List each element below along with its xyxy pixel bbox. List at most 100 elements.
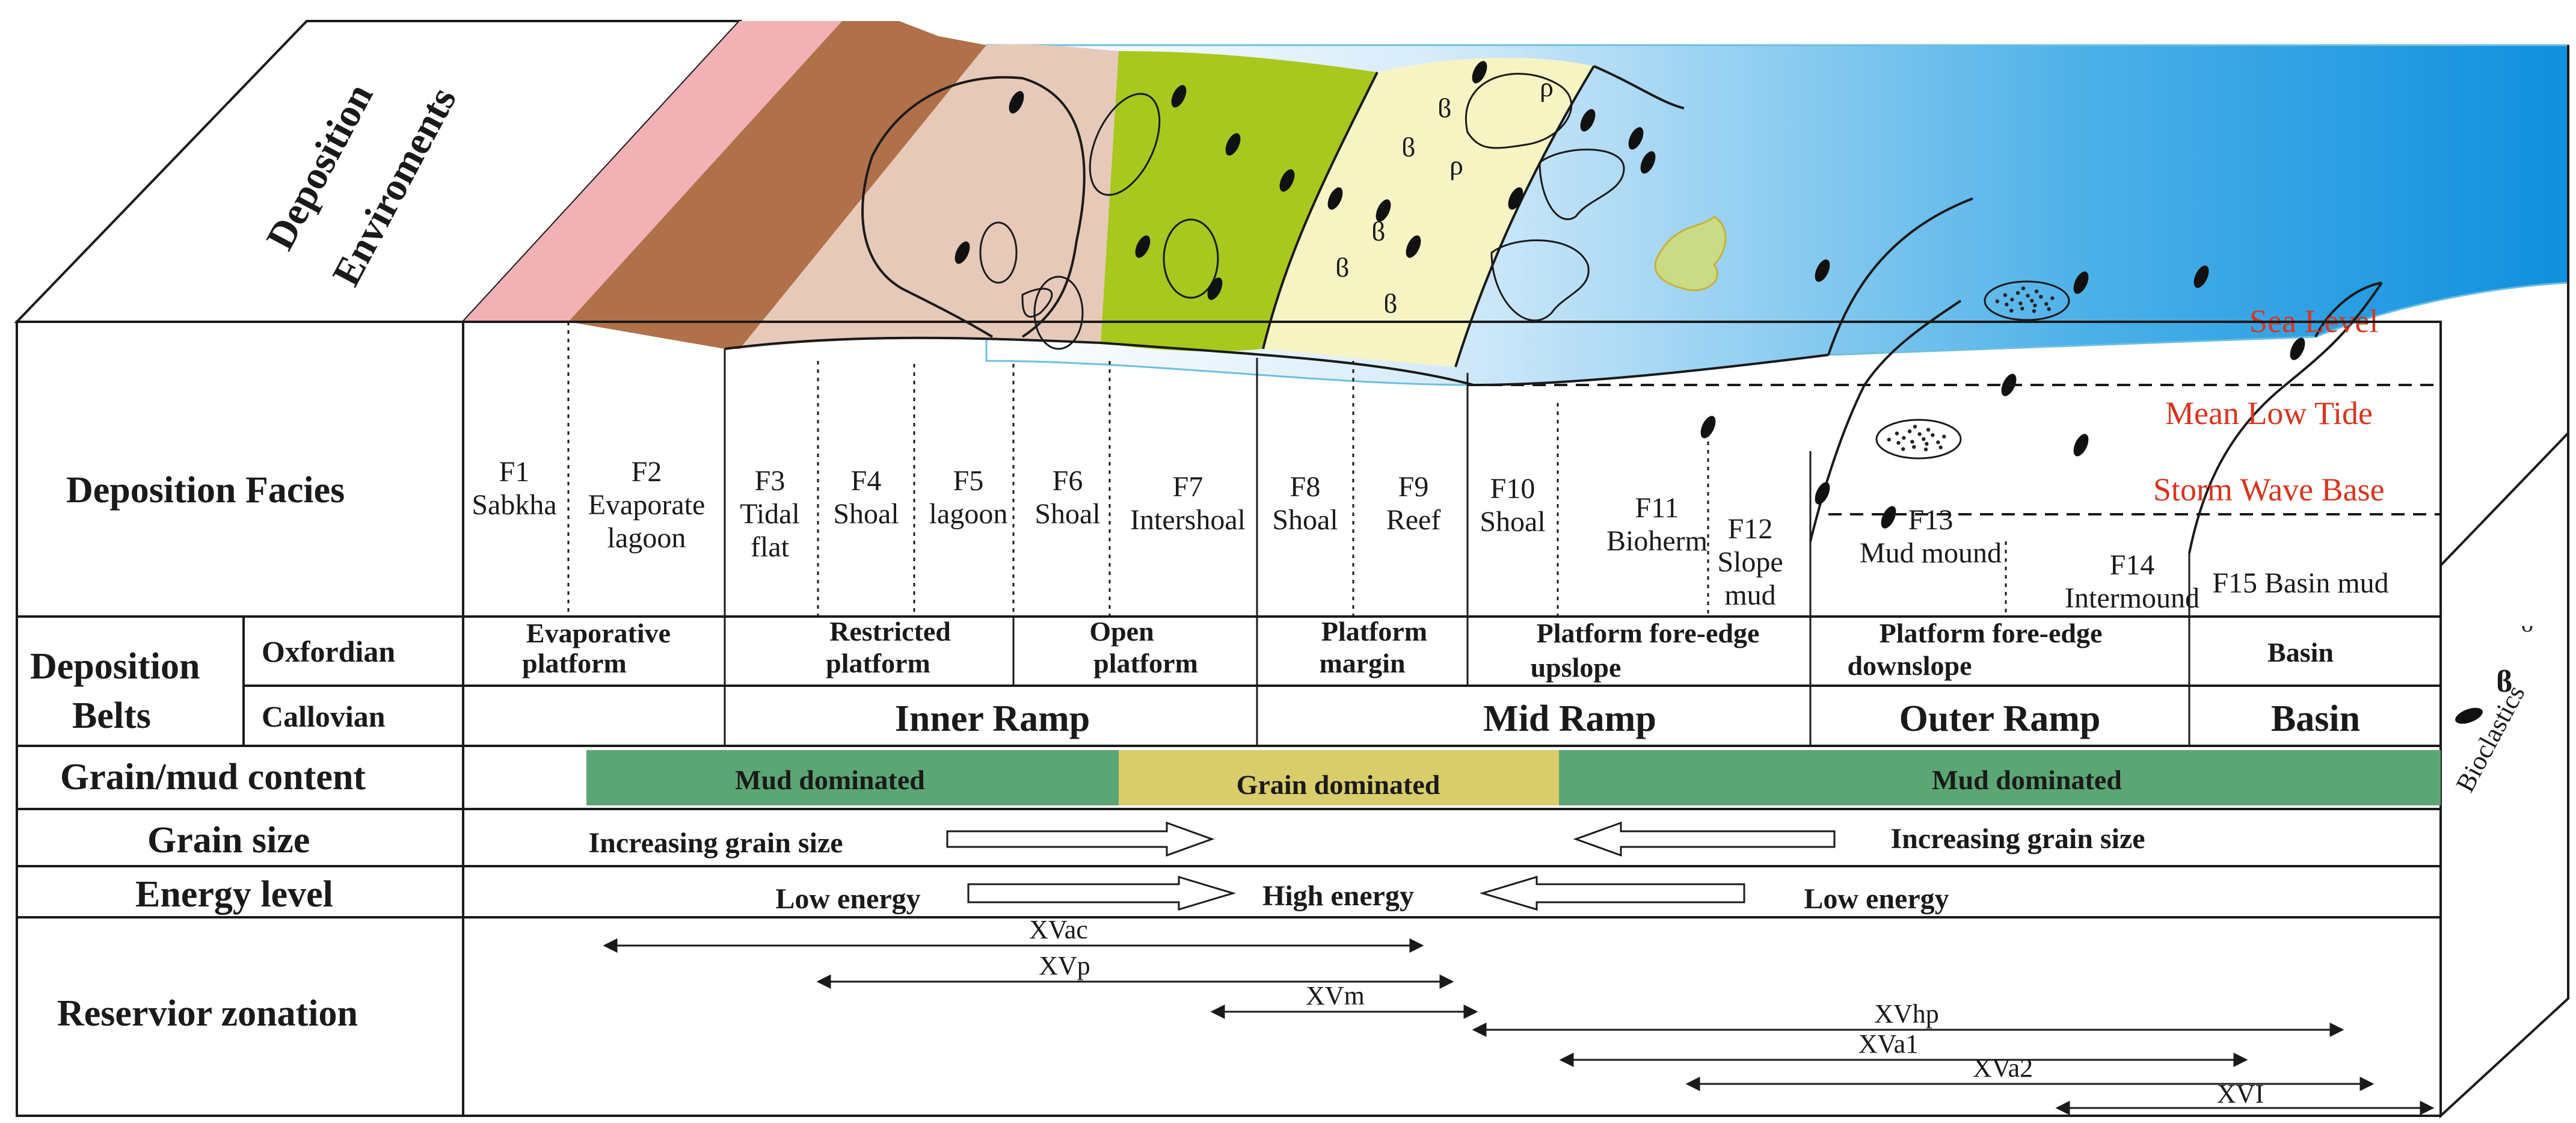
belts-row-label: Deposition	[30, 646, 200, 687]
oxf-belt-2: Restricted	[829, 616, 951, 647]
oxf-belt-6: Platform fore-edge	[1880, 618, 2103, 648]
grain-size-left: Increasing grain size	[588, 827, 843, 859]
facies-label: F13	[1908, 504, 1954, 536]
energy-row: Low energy High energy Low energy	[775, 875, 1949, 915]
energy-row-label: Energy level	[135, 874, 333, 915]
energy-arrow-right	[967, 875, 1237, 911]
dotted-mounds	[1875, 280, 2070, 460]
facies-code: F10	[1490, 473, 1535, 505]
grain-size-row: Increasing grain size Increasing grain s…	[588, 821, 2145, 859]
facies-row-label: Deposition Facies	[66, 470, 345, 511]
grain-mud-bands: Mud dominated Grain dominated Mud domina…	[586, 750, 2441, 805]
energy-high: High energy	[1262, 880, 1414, 912]
facies-code: F11	[1635, 492, 1679, 524]
callovian-basin: Basin	[2271, 698, 2360, 739]
facies-name: Shoal	[1272, 504, 1338, 536]
zone-xvac: XVac	[1029, 915, 1088, 944]
oxf-belt-1b: platform	[522, 648, 627, 678]
facies-name: Shoal	[1034, 498, 1100, 530]
oxfordian-belts: Evaporative platform Restricted platform…	[522, 616, 2334, 683]
facies-name: Bioherm	[1606, 525, 1708, 557]
oxf-belt-1: Evaporative	[526, 618, 671, 648]
block-right-face	[2439, 430, 2569, 1119]
callovian-mid-ramp: Mid Ramp	[1483, 698, 1656, 739]
facies-name: Tidal	[740, 498, 800, 530]
facies-name: Slope	[1717, 546, 1783, 578]
zone-xvi: XVI	[2217, 1079, 2264, 1109]
bioclast-curl-icon: ᴗ	[2521, 610, 2533, 637]
facies-name: Intermound	[2065, 582, 2199, 614]
bioclast-shell-icon: ϐ	[2496, 665, 2512, 699]
zone-xvp: XVp	[1039, 951, 1090, 980]
callovian-inner-ramp: Inner Ramp	[895, 698, 1090, 739]
grain-size-arrow-left	[1573, 821, 1836, 857]
shell-glyph: ϐ	[1437, 93, 1451, 123]
shell-glyph: ϐ	[1371, 216, 1385, 247]
facies-name: mud	[1724, 579, 1775, 611]
oxf-belt-7: Basin	[2267, 637, 2334, 668]
shell-glyph: ρ	[1540, 72, 1554, 102]
oxf-belt-5: Platform fore-edge	[1537, 618, 1760, 648]
shell-glyph: ϐ	[1383, 288, 1397, 319]
zone-xva1: XVa1	[1858, 1029, 1919, 1059]
facies-code: F3	[755, 465, 785, 497]
shell-glyph: ρ	[1449, 150, 1463, 180]
open-platform-zone	[1101, 51, 1377, 352]
zone-xvm: XVm	[1306, 981, 1365, 1011]
facies-code: F1	[499, 456, 530, 488]
mud-dominated-left: Mud dominated	[735, 765, 925, 795]
facies-label: F15 Basin mud	[2212, 567, 2388, 599]
oxf-belt-3: Open	[1089, 616, 1154, 647]
pink-lenses	[979, 73, 1572, 350]
reef-zone	[1263, 58, 1594, 368]
facies-name: Shoal	[1480, 506, 1545, 538]
belts-row-label-2: Belts	[72, 695, 151, 736]
energy-low-left: Low energy	[775, 883, 920, 915]
facies-name: Sabkha	[472, 489, 556, 521]
mean-low-tide-label: Mean Low Tide	[2165, 395, 2373, 431]
callovian-outer-ramp: Outer Ramp	[1899, 698, 2101, 739]
oxfordian-label: Oxfordian	[262, 635, 395, 668]
energy-low-right: Low energy	[1804, 883, 1949, 915]
energy-arrow-left	[1479, 875, 1745, 911]
grain-size-arrow-right	[946, 821, 1215, 857]
row-labels: Deposition Facies Deposition Belts Oxfor…	[30, 470, 395, 1034]
facies-name: flat	[751, 531, 790, 563]
facies-code: F14	[2110, 549, 2155, 581]
facies-name: Intershoal	[1130, 504, 1246, 536]
oxf-belt-5b: upslope	[1531, 652, 1622, 683]
facies-name: Reef	[1386, 504, 1441, 536]
storm-wave-base-label: Storm Wave Base	[2153, 472, 2385, 508]
oxf-belt-3b: platform	[1093, 648, 1198, 678]
bioclastics-legend: ϐ ᴗ Bioclastics	[2450, 610, 2533, 797]
facies-code: F5	[953, 465, 984, 497]
reservoir-zones: XVac XVp XVm XVhp XVa1 XVa2 XVI	[603, 915, 2435, 1115]
shell-glyph: ϐ	[1335, 252, 1349, 283]
evaporite-lagoon-zone	[568, 21, 986, 349]
tidal-flat-zone	[740, 44, 1119, 349]
oxf-belt-4: Platform	[1321, 616, 1427, 647]
mud-dominated-right: Mud dominated	[1932, 765, 2122, 795]
shell-glyph: ϐ	[1401, 132, 1415, 162]
table-frame	[16, 45, 2569, 1119]
facies-cell-f15: F15 Basin mud	[2212, 567, 2388, 599]
sabkha-zone	[463, 21, 842, 322]
callovian-belts: Inner Ramp Mid Ramp Outer Ramp Basin	[895, 698, 2360, 739]
zone-xvhp: XVhp	[1874, 999, 1939, 1029]
oxf-belt-2b: platform	[826, 648, 930, 678]
grain-size-row-label: Grain size	[147, 820, 310, 861]
